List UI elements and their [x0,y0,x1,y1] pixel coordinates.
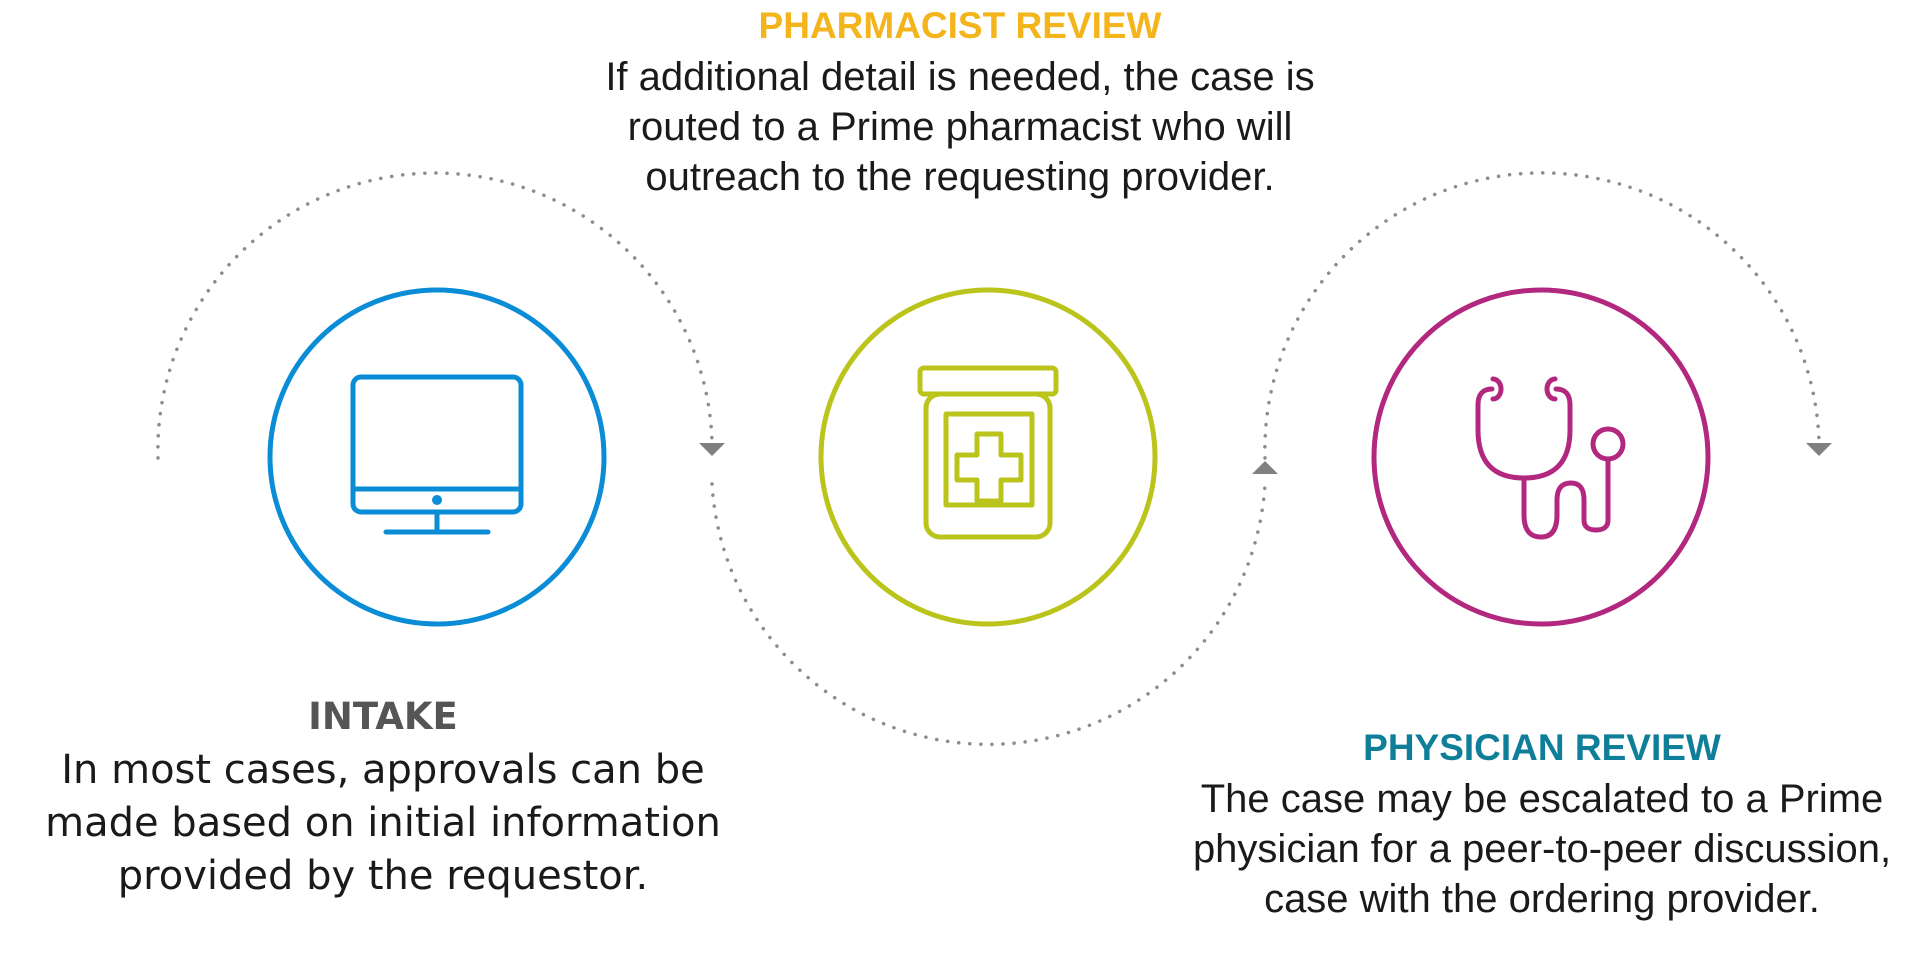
arrow-down-icon [1806,443,1832,456]
intake-block: INTAKE In most cases, approvals can be m… [0,690,766,903]
connector-arc-physician [1263,171,1821,460]
physician-review-description: The case may be escalated to a Prime phy… [1192,777,1892,921]
medicine-jar-icon [917,365,1059,540]
physician-circle [1371,287,1711,627]
physician-review-block: PHYSICIAN REVIEW The case may be escalat… [1163,722,1921,924]
intake-circle [267,287,607,627]
monitor-icon [350,374,524,535]
monitor-button-icon [432,495,442,505]
arrow-down-icon [699,443,725,456]
pharmacist-circle [818,287,1158,627]
connector-arc-lower [710,482,1267,747]
arrow-up-icon [1252,461,1278,474]
pharmacist-review-description: If additional detail is needed, the case… [605,55,1315,199]
connector-arc-intake [156,171,714,460]
intake-description: In most cases, approvals can be made bas… [45,747,721,899]
physician-review-title: PHYSICIAN REVIEW [1363,727,1721,768]
intake-title: INTAKE [308,695,458,738]
pharmacist-review-title: PHARMACIST REVIEW [758,5,1162,46]
stethoscope-icon [1475,376,1626,540]
pharmacist-review-block: PHARMACIST REVIEW If additional detail i… [545,0,1375,202]
